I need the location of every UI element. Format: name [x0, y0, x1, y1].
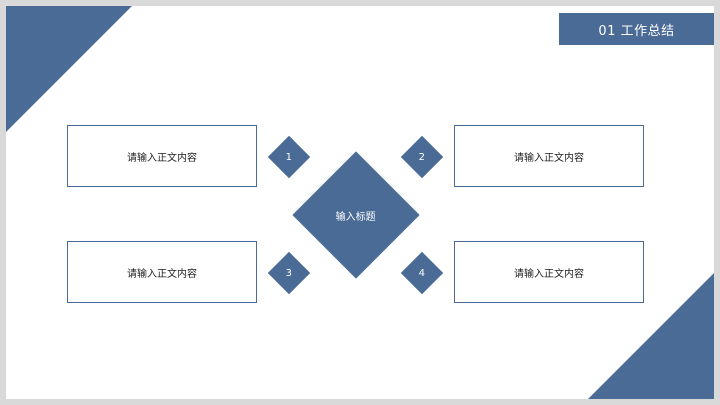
content-text-2: 请输入正文内容 — [514, 152, 584, 164]
content-text-1: 请输入正文内容 — [127, 152, 197, 164]
center-title-text: 输入标题 — [336, 211, 376, 223]
number-label-1: 1 — [285, 151, 293, 163]
number-diamond-4: 4 — [400, 251, 444, 295]
content-text-4: 请输入正文内容 — [514, 268, 584, 280]
number-label-2: 2 — [418, 151, 426, 163]
center-title-diamond[interactable]: 输入标题 — [292, 151, 420, 279]
number-label-3: 3 — [285, 267, 293, 279]
content-box-1[interactable]: 请输入正文内容 — [67, 125, 257, 187]
number-diamond-1: 1 — [267, 135, 311, 179]
slide: 01 工作总结 请输入正文内容 1 2 请输入正文内容 输入标题 请输入正文内容… — [6, 6, 714, 399]
content-box-2[interactable]: 请输入正文内容 — [454, 125, 644, 187]
content-box-4[interactable]: 请输入正文内容 — [454, 241, 644, 303]
content-box-3[interactable]: 请输入正文内容 — [67, 241, 257, 303]
number-diamond-2: 2 — [400, 135, 444, 179]
number-diamond-3: 3 — [267, 251, 311, 295]
section-title: 01 工作总结 — [559, 13, 714, 45]
section-title-text: 01 工作总结 — [598, 23, 675, 39]
number-label-4: 4 — [418, 267, 426, 279]
content-text-3: 请输入正文内容 — [127, 268, 197, 280]
corner-triangle-top-left — [6, 6, 132, 132]
